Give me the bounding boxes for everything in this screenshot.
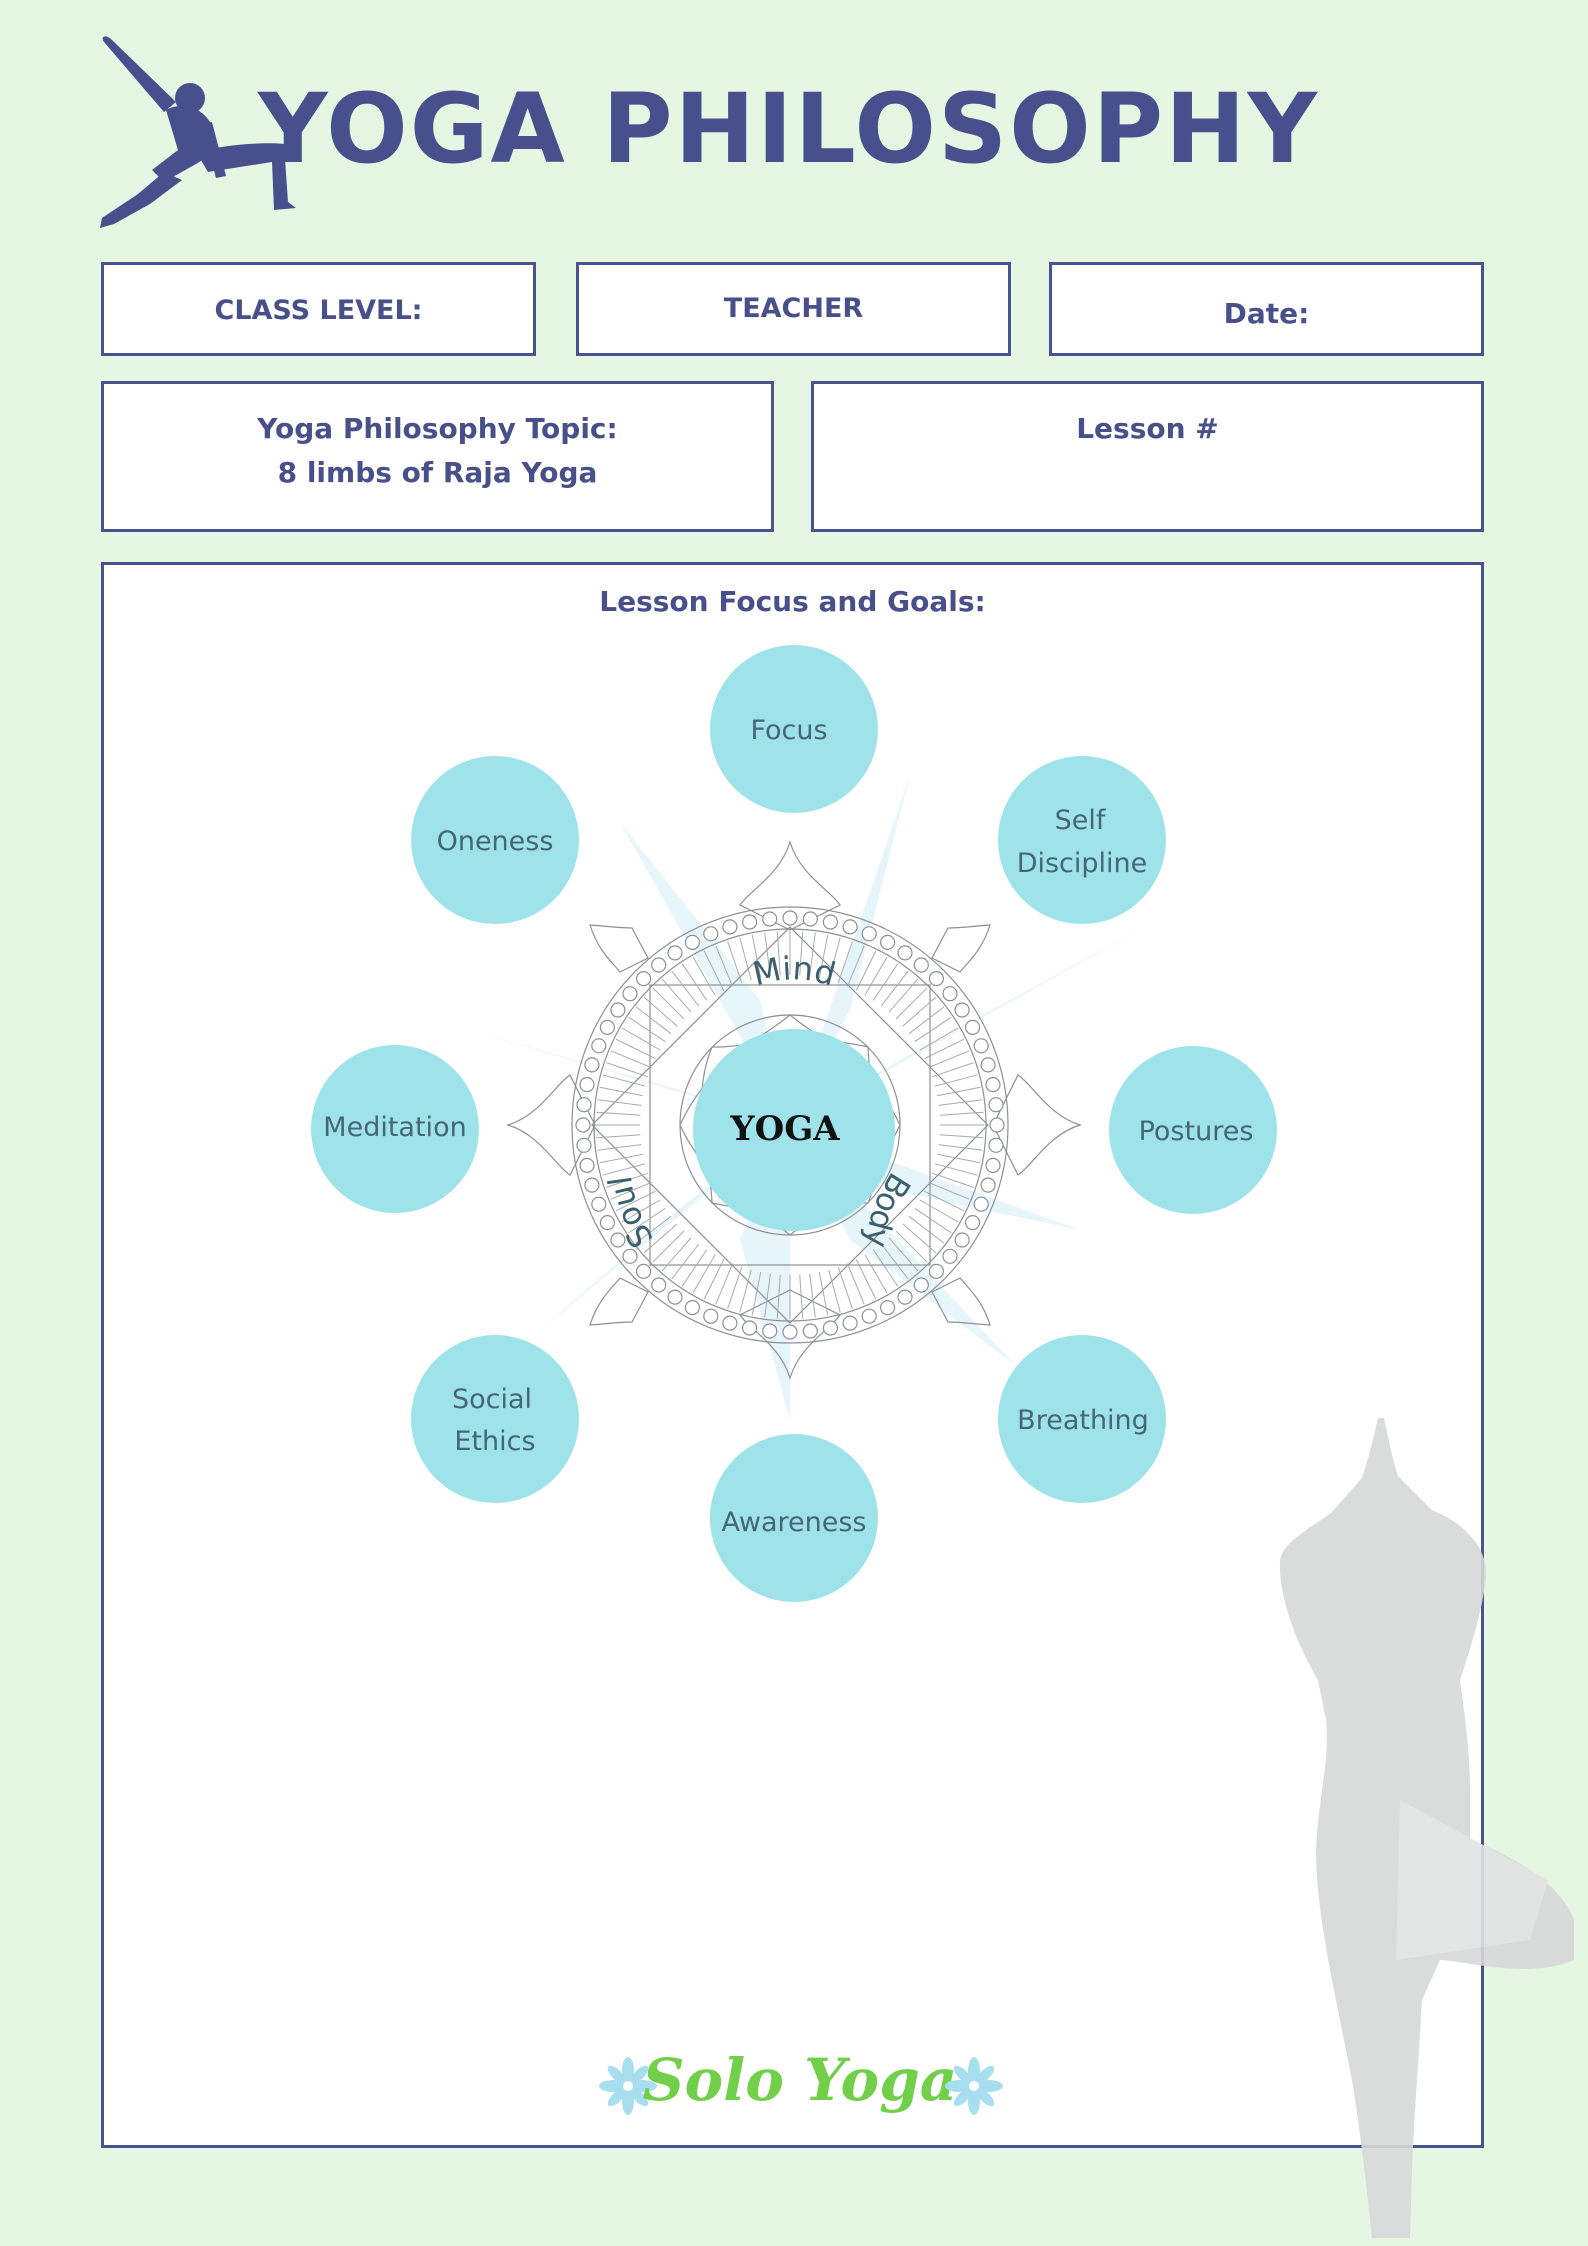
topic-field[interactable]: Yoga Philosophy Topic: 8 limbs of Raja Y…: [101, 381, 774, 532]
yoga-pose-silhouette-icon: [100, 36, 296, 228]
date-label: Date:: [1223, 297, 1310, 330]
class-level-label: CLASS LEVEL:: [214, 295, 423, 326]
lesson-focus-panel[interactable]: Lesson Focus and Goals:: [101, 562, 1484, 2148]
class-level-field[interactable]: CLASS LEVEL:: [101, 262, 536, 356]
topic-label: Yoga Philosophy Topic:: [257, 412, 618, 445]
teacher-label: TEACHER: [723, 293, 864, 324]
page-title: YOGA PHILOSOPHY: [258, 73, 1319, 185]
lesson-number-label: Lesson #: [1076, 412, 1219, 445]
teacher-field[interactable]: TEACHER: [576, 262, 1011, 356]
date-field[interactable]: Date:: [1049, 262, 1484, 356]
topic-value: 8 limbs of Raja Yoga: [277, 456, 598, 489]
lesson-focus-title: Lesson Focus and Goals:: [599, 585, 986, 618]
lesson-number-field[interactable]: Lesson #: [811, 381, 1484, 532]
